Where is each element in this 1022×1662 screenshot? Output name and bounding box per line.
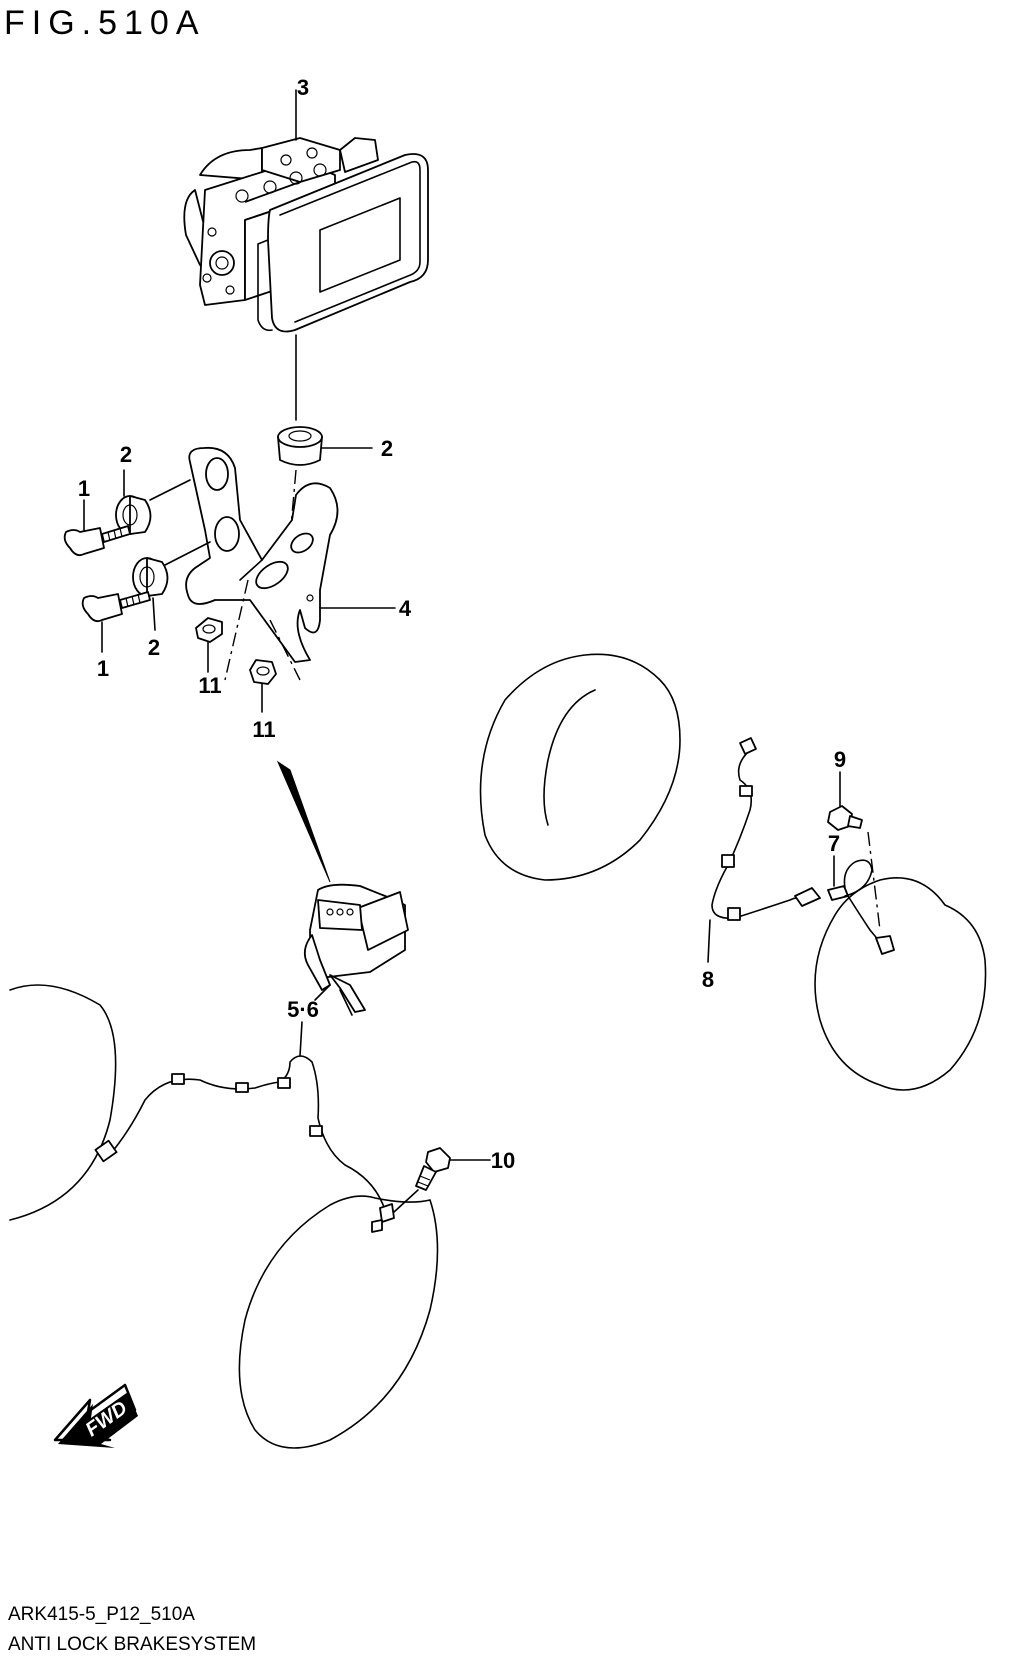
callout-9: 9 (834, 747, 846, 772)
callout-1-upper: 1 (78, 476, 90, 501)
callout-5-6: 5·6 (287, 997, 319, 1022)
abs-bracket[interactable] (185, 446, 339, 663)
grommet-left-upper[interactable] (115, 495, 152, 535)
callout-7: 7 (828, 831, 840, 856)
callout-4: 4 (399, 596, 412, 621)
rear-wheel-lower (814, 876, 987, 1091)
bolt-upper[interactable] (63, 525, 131, 557)
grommet-right[interactable] (277, 426, 323, 466)
figure-title: FIG.510A (4, 4, 206, 42)
callout-2-right: 2 (381, 436, 393, 461)
abs-location-view (303, 883, 409, 1016)
fwd-direction-arrow: FWD (53, 1383, 138, 1448)
location-pointer (276, 760, 331, 883)
callout-2-upper-left: 2 (120, 442, 132, 467)
grommet-left-lower[interactable] (132, 557, 169, 597)
callout-11-upper: 11 (198, 673, 221, 698)
nut-lower[interactable] (249, 659, 277, 685)
rear-wheel-sensor-harness[interactable] (711, 751, 806, 920)
sensor-bolt-rear[interactable] (827, 805, 863, 831)
left-wheel (9, 984, 117, 1221)
callout-11-lower: 11 (252, 717, 275, 742)
rear-wheel-upper (479, 653, 681, 881)
sensor-clamp[interactable] (827, 859, 895, 955)
callout-2-lower-left: 2 (148, 635, 160, 660)
callout-3: 3 (297, 75, 309, 100)
abs-hydraulic-unit[interactable] (183, 137, 429, 333)
bolt-lower[interactable] (81, 591, 151, 623)
sensor-bolt-front[interactable] (415, 1147, 451, 1191)
front-wheel-sensor-harness[interactable] (111, 1055, 386, 1211)
diagram-name: ANTI LOCK BRAKESYSTEM (8, 1634, 257, 1655)
callout-8: 8 (702, 967, 714, 992)
callout-1-lower: 1 (97, 656, 109, 681)
diagram-code: ARK415-5_P12_510A (8, 1604, 195, 1625)
front-wheel (238, 1195, 439, 1449)
nut-upper[interactable] (195, 617, 223, 643)
callout-10: 10 (491, 1148, 515, 1173)
